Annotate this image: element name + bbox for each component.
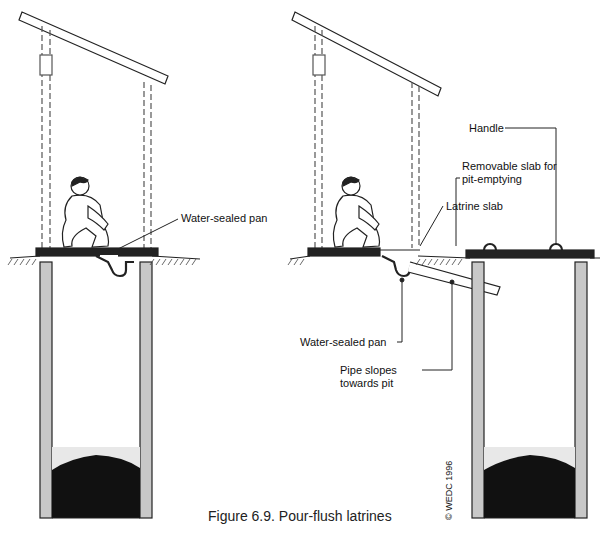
part-label: Latrine slab [446, 200, 503, 213]
figure-caption: Figure 6.9. Pour-flush latrines [208, 508, 392, 524]
part-label: Water-sealed pan [300, 336, 386, 349]
part-label: Water-sealed pan [181, 212, 267, 225]
part-label: Handle [469, 122, 504, 135]
copyright-note: © WEDC 1996 [443, 461, 456, 520]
part-label: Removable slab for pit-emptying [462, 160, 562, 186]
part-label: Pipe slopes towards pit [340, 364, 420, 390]
